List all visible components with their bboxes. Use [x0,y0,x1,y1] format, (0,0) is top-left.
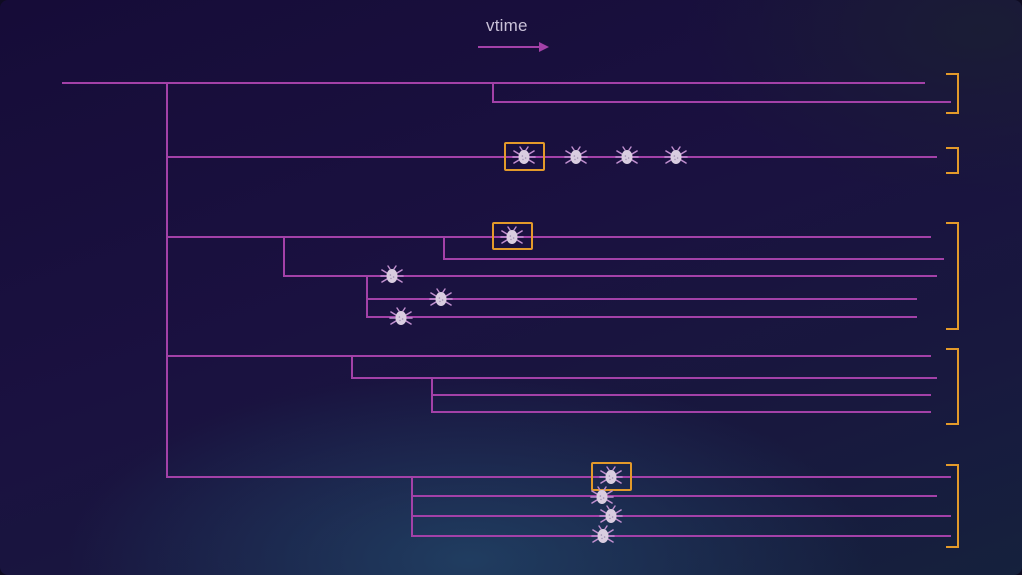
highlight-box [591,462,632,491]
branch-g4-b1 [351,355,937,379]
bracket-group-2 [946,147,959,174]
branch-g5-b3 [411,515,951,537]
bracket-group-4 [946,348,959,425]
axis-arrow [478,42,549,52]
bug-highlights [492,142,632,491]
branches [62,82,951,537]
branch-g3-b4 [366,298,917,318]
bug-icon [591,525,615,544]
branch-g3-b1 [443,236,944,260]
branch-g3-b2 [283,236,937,277]
branch-g1-b1 [492,82,951,103]
branch-g5-b1 [411,476,937,497]
bug-icon [380,265,404,284]
axis-label-vtime: vtime [486,16,528,35]
highlight-box [504,142,545,171]
bug-icon [500,226,524,245]
bug-icon [664,146,688,165]
branch-g4-b2 [431,377,931,396]
bugs [380,146,688,544]
branch-g3-b3 [366,275,917,300]
bug-icon [512,146,536,165]
group-brackets [946,73,959,548]
branch-g5-b2 [411,495,951,517]
bracket-group-5 [946,464,959,548]
bracket-group-3 [946,222,959,330]
bug-icon [599,505,623,524]
bug-icon [615,146,639,165]
bug-icon [564,146,588,165]
highlight-box [492,222,533,250]
bug-icon [599,466,623,485]
bug-icon [429,288,453,307]
branch-g4-b3 [431,394,931,413]
bracket-group-1 [946,73,959,114]
